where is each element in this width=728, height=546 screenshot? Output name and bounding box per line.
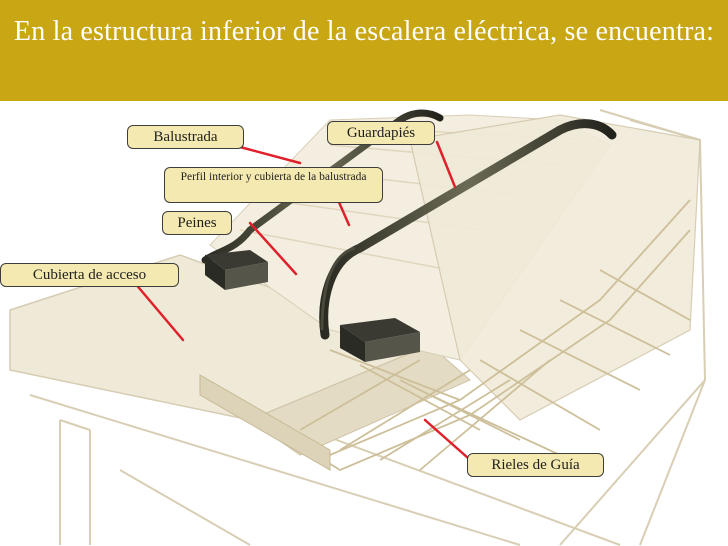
pointer-balustrada xyxy=(238,145,302,165)
pointer-cubierta xyxy=(132,280,185,342)
side-panel xyxy=(409,114,701,421)
pointer-lines xyxy=(132,140,470,460)
pointer-perfil xyxy=(336,198,351,227)
label-balustrada: Balustrada xyxy=(127,125,244,149)
comb-plate-left xyxy=(205,250,268,290)
label-guardapies: Guardapiés xyxy=(327,121,435,145)
pointer-guardapies xyxy=(435,140,457,189)
comb-plate-right xyxy=(340,318,420,362)
label-peines: Peines xyxy=(162,211,232,235)
label-rieles-guia: Rieles de Guía xyxy=(467,453,604,477)
label-cubierta-acceso: Cubierta de acceso xyxy=(0,263,179,287)
label-perfil-interior: Perfil interior y cubierta de la balustr… xyxy=(164,167,383,203)
pointer-peines xyxy=(248,221,298,276)
pointer-rieles xyxy=(423,418,470,460)
title-bar: En la estructura inferior de la escalera… xyxy=(0,0,728,101)
slide-title: En la estructura inferior de la escalera… xyxy=(13,16,715,47)
